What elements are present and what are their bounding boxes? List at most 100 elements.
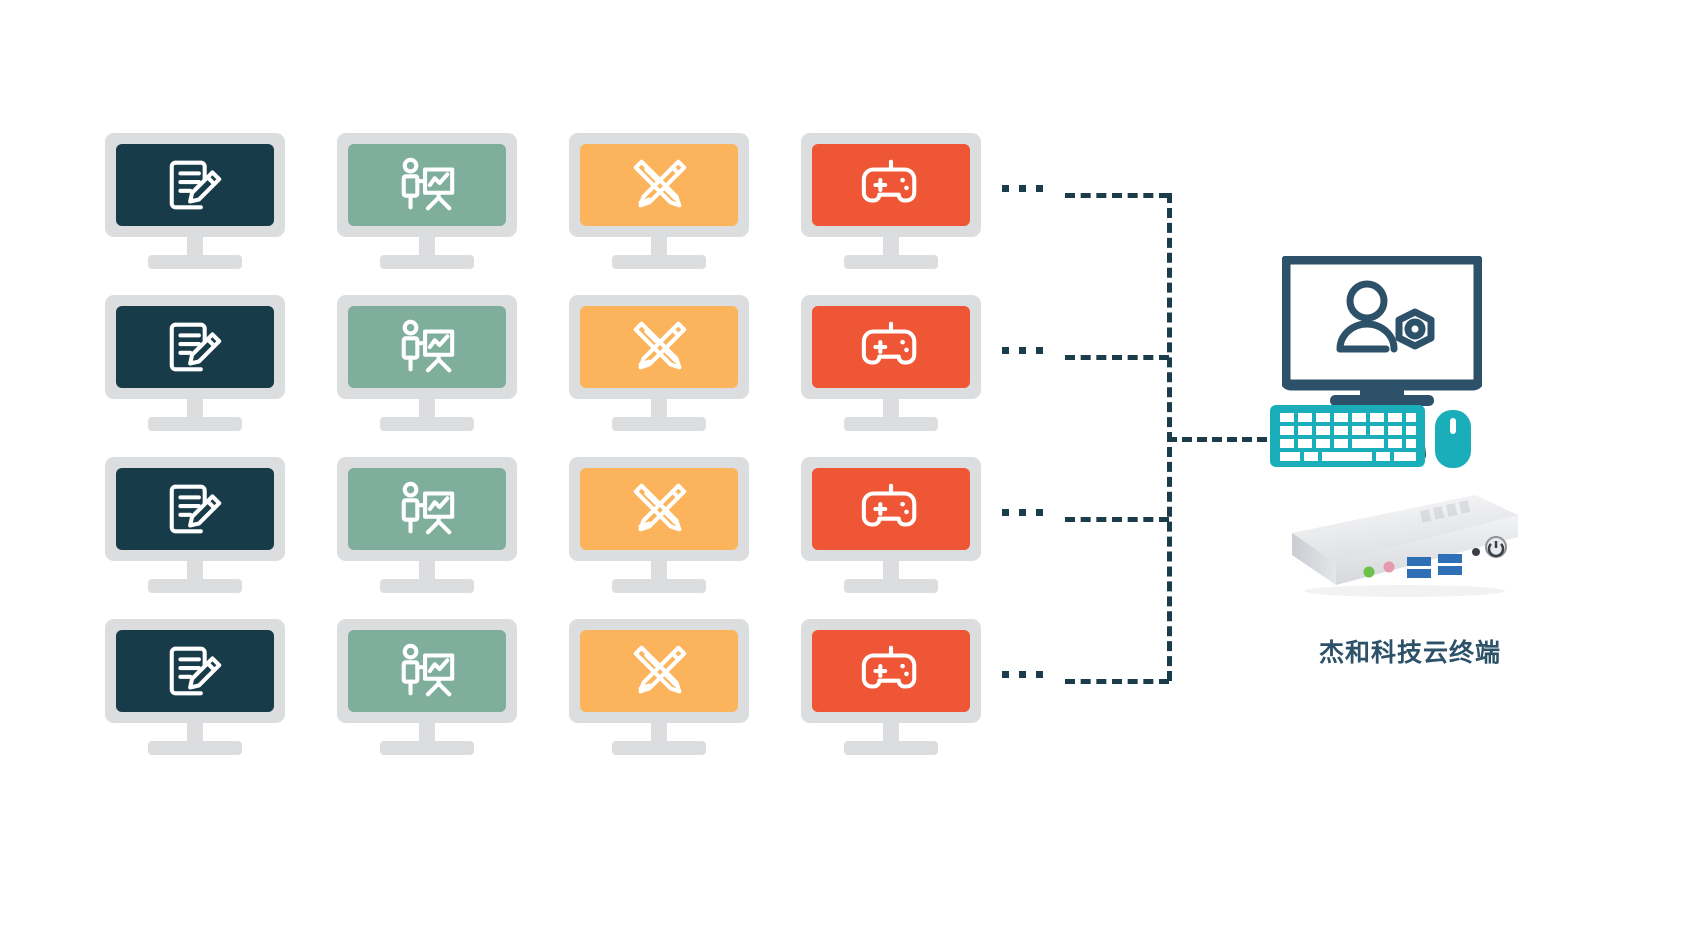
monitor-screen	[348, 630, 506, 712]
connector-row-4	[1065, 679, 1169, 684]
brand-logo	[1420, 500, 1471, 523]
monitor-screen	[812, 144, 970, 226]
monitor-neck	[419, 399, 435, 421]
monitor-neck	[651, 561, 667, 583]
monitor-screen	[348, 306, 506, 388]
connector-row-1	[1065, 193, 1169, 198]
monitor-base	[380, 417, 474, 431]
audio-out-port	[1363, 566, 1375, 578]
monitor-neck	[187, 561, 203, 583]
client-terminal-col-design-row-2[interactable]	[569, 295, 749, 431]
connector-row-2	[1065, 355, 1169, 360]
presentation-board-icon	[396, 478, 458, 540]
monitor-screen	[116, 468, 274, 550]
monitor-neck	[883, 723, 899, 745]
ellipsis-dot	[1019, 671, 1026, 678]
client-terminal-col-presentation-row-2[interactable]	[337, 295, 517, 431]
pencil-ruler-icon	[628, 640, 690, 702]
monitor-neck	[651, 237, 667, 259]
port-row	[1363, 536, 1507, 578]
monitor-base	[612, 741, 706, 755]
client-terminal-col-design-row-3[interactable]	[569, 457, 749, 593]
monitor-screen	[812, 468, 970, 550]
client-terminal-col-design-row-1[interactable]	[569, 133, 749, 269]
user-settings-icon	[1336, 280, 1398, 353]
client-terminal-col-game-row-3[interactable]	[801, 457, 981, 593]
monitor-screen	[580, 468, 738, 550]
gamepad-icon	[860, 154, 922, 216]
pencil-ruler-icon	[628, 478, 690, 540]
client-terminal-col-document-row-3[interactable]	[105, 457, 285, 593]
ellipsis-dot	[1036, 509, 1043, 516]
monitor-base	[148, 741, 242, 755]
ellipsis-dot	[1019, 347, 1026, 354]
monitor-neck	[419, 237, 435, 259]
gamepad-icon	[860, 316, 922, 378]
mouse	[1435, 410, 1471, 468]
ellipsis-dot	[1036, 347, 1043, 354]
microphone-port	[1383, 561, 1395, 573]
keyboard-and-mouse[interactable]	[1270, 393, 1485, 477]
ellipsis-row-3	[1002, 509, 1043, 516]
monitor-base	[148, 255, 242, 269]
monitor-screen	[116, 630, 274, 712]
mini-pc-cloud-terminal-host[interactable]	[1270, 485, 1520, 610]
monitor-screen	[116, 306, 274, 388]
usb-port-4	[1438, 566, 1462, 575]
monitor-neck	[651, 723, 667, 745]
usb-port-2	[1438, 554, 1462, 563]
cloud-host-group: 杰和科技云终端	[1270, 250, 1550, 720]
ellipsis-row-4	[1002, 671, 1043, 678]
connector-row-3	[1065, 517, 1169, 522]
monitor-base	[380, 255, 474, 269]
gear-icon	[1395, 308, 1435, 350]
pencil-ruler-icon	[628, 316, 690, 378]
client-terminal-col-document-row-1[interactable]	[105, 133, 285, 269]
client-terminal-col-design-row-4[interactable]	[569, 619, 749, 755]
client-terminal-col-game-row-1[interactable]	[801, 133, 981, 269]
monitor-screen	[580, 144, 738, 226]
monitor-neck	[651, 399, 667, 421]
client-terminal-col-game-row-2[interactable]	[801, 295, 981, 431]
ellipsis-dot	[1002, 671, 1009, 678]
presentation-board-icon	[396, 154, 458, 216]
ellipsis-dot	[1002, 185, 1009, 192]
client-terminal-col-presentation-row-1[interactable]	[337, 133, 517, 269]
monitor-neck	[883, 399, 899, 421]
monitor-base	[148, 417, 242, 431]
document-edit-icon	[164, 154, 226, 216]
monitor-screen	[348, 144, 506, 226]
usb-port-3	[1407, 569, 1431, 578]
ellipsis-row-1	[1002, 185, 1043, 192]
connector-to-host	[1167, 437, 1267, 442]
monitor-neck	[187, 399, 203, 421]
ellipsis-dot	[1019, 509, 1026, 516]
ellipsis-dot	[1036, 671, 1043, 678]
monitor-base	[612, 579, 706, 593]
pencil-ruler-icon	[628, 154, 690, 216]
monitor-screen	[812, 306, 970, 388]
presentation-board-icon	[396, 316, 458, 378]
monitor-neck	[419, 723, 435, 745]
monitor-base	[148, 579, 242, 593]
client-terminal-col-game-row-4[interactable]	[801, 619, 981, 755]
gamepad-icon	[860, 640, 922, 702]
monitor-base	[380, 579, 474, 593]
monitor-base	[380, 741, 474, 755]
cloud-host-monitor[interactable]	[1279, 253, 1485, 411]
monitor-neck	[187, 237, 203, 259]
ellipsis-dot	[1002, 347, 1009, 354]
ellipsis-dot	[1019, 185, 1026, 192]
client-terminal-col-document-row-2[interactable]	[105, 295, 285, 431]
monitor-base	[612, 417, 706, 431]
usb-port-1	[1407, 557, 1431, 566]
monitor-base	[844, 741, 938, 755]
client-terminal-col-presentation-row-3[interactable]	[337, 457, 517, 593]
keyboard	[1270, 405, 1425, 467]
monitor-neck	[187, 723, 203, 745]
client-terminal-col-presentation-row-4[interactable]	[337, 619, 517, 755]
client-terminal-col-document-row-4[interactable]	[105, 619, 285, 755]
gamepad-icon	[860, 478, 922, 540]
monitor-base	[844, 417, 938, 431]
